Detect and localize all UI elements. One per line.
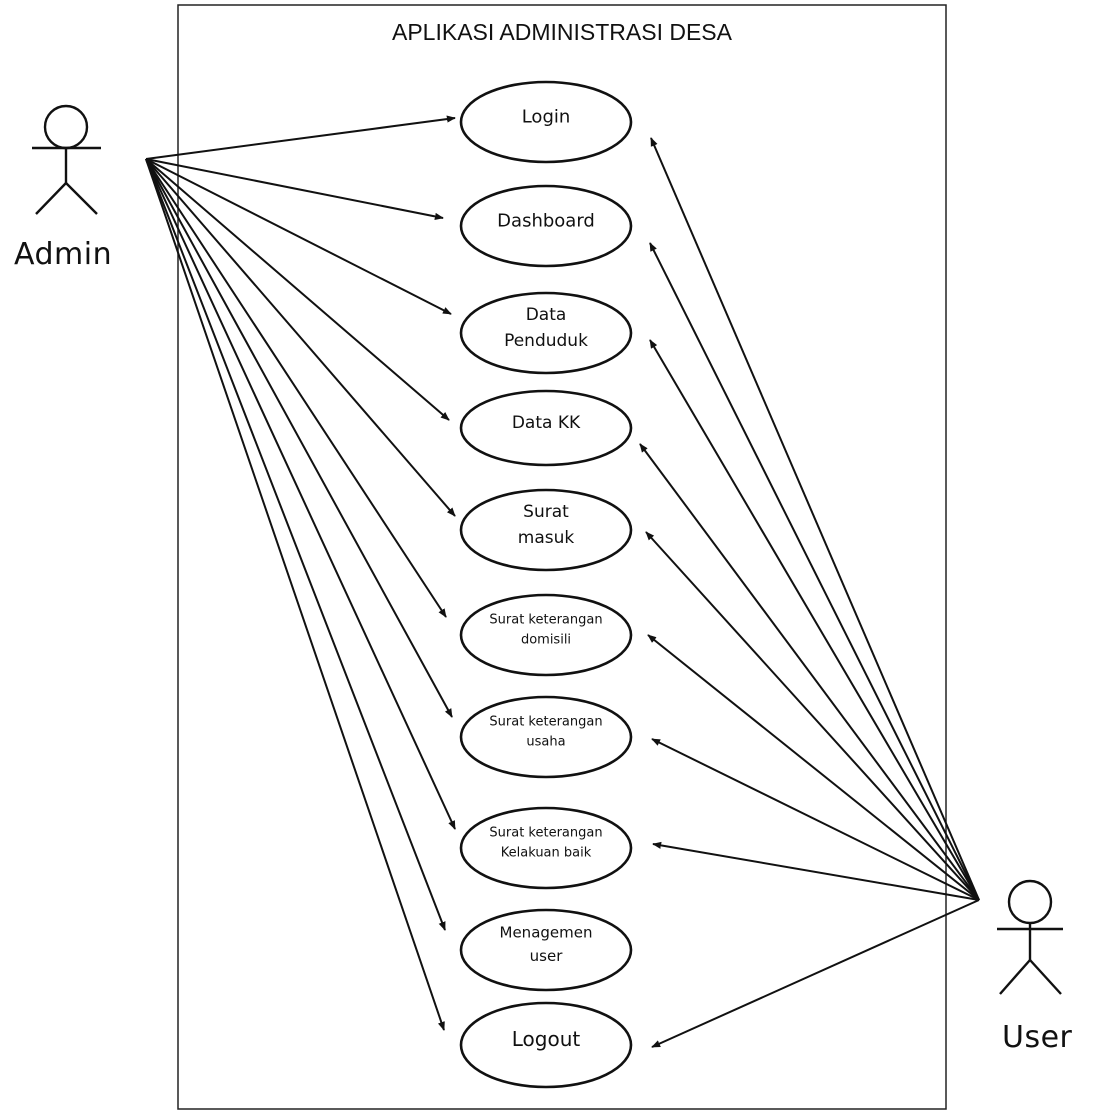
use-case-dashboard: Dashboard (459, 184, 633, 268)
association-lines (145, 115, 980, 1048)
actor-user-label: User (1002, 1020, 1073, 1055)
use-case-ellipse (459, 389, 633, 467)
use-case-ellipse (459, 695, 633, 779)
actor-user: User (997, 879, 1073, 1055)
use-case-label: masuk (518, 528, 575, 548)
association-admin-surat-keterangan-domisili (145, 158, 447, 618)
use-case-label: user (530, 947, 564, 965)
association-admin-dashboard (145, 158, 444, 220)
use-case-label: Data KK (512, 413, 581, 433)
association-admin-surat-keterangan-kelakuan-baik (145, 158, 456, 830)
system-title: APLIKASI ADMINISTRASI DESA (392, 19, 733, 45)
association-admin-data-kk (145, 158, 450, 421)
use-case-logout: Logout (459, 1001, 633, 1089)
association-user-login (650, 137, 980, 901)
use-case-surat-masuk: Surat masuk (459, 488, 633, 572)
use-case-label: Surat keterangan (489, 714, 602, 729)
use-case-data-kk: Data KK (459, 389, 633, 467)
use-case-ellipse (459, 488, 633, 572)
use-case-label: Logout (512, 1027, 581, 1051)
association-user-surat-masuk (645, 531, 980, 901)
association-user-surat-keterangan-kelakuan-baik (652, 841, 980, 901)
use-case-label: Surat keterangan (489, 825, 602, 840)
use-case-menagemen-user: Menagemen user (459, 908, 633, 992)
system-boundary (177, 4, 947, 1110)
association-admin-login (145, 115, 456, 160)
use-case-ellipse (459, 184, 633, 268)
use-case-label: domisili (521, 633, 571, 648)
use-case-ellipse (459, 593, 633, 677)
stick-figure-icon (32, 104, 101, 215)
use-case-label: Surat keterangan (489, 612, 602, 627)
use-case-label: Surat (523, 502, 569, 522)
use-case-label: Dashboard (497, 210, 595, 231)
use-case-surat-keterangan-usaha: Surat keterangan usaha (459, 695, 633, 779)
association-user-surat-keterangan-usaha (651, 738, 980, 901)
actor-admin-label: Admin (14, 237, 112, 272)
association-user-logout (651, 899, 980, 1048)
use-case-label: Kelakuan baik (501, 846, 592, 861)
association-admin-logout (145, 158, 445, 1031)
use-case-ellipse (459, 806, 633, 890)
use-case-label: Data (526, 305, 567, 325)
use-case-label: Menagemen (500, 924, 593, 942)
stick-figure-icon (997, 879, 1063, 995)
association-admin-surat-keterangan-usaha (145, 158, 453, 718)
use-case-label: usaha (526, 735, 565, 750)
use-case-ellipse (459, 908, 633, 992)
association-user-surat-keterangan-domisili (647, 634, 980, 901)
association-admin-data-penduduk (145, 158, 452, 315)
use-case-login: Login (459, 80, 633, 164)
use-case-ellipse (459, 291, 633, 375)
use-case-label: Login (522, 106, 571, 127)
association-admin-surat-masuk (145, 158, 456, 517)
association-user-data-kk (639, 443, 980, 901)
use-case-surat-keterangan-domisili: Surat keterangan domisili (459, 593, 633, 677)
actor-admin: Admin (14, 104, 112, 272)
use-case-label: Penduduk (504, 331, 588, 351)
use-case-ellipse (459, 1001, 633, 1089)
association-user-dashboard (649, 242, 980, 901)
association-user-data-penduduk (649, 339, 980, 901)
association-admin-menagemen-user (145, 158, 446, 931)
use-case-ellipse (459, 80, 633, 164)
